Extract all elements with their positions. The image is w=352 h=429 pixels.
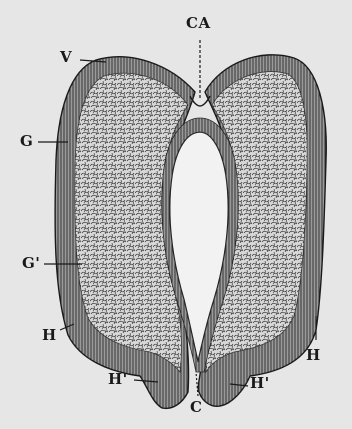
label-ca: CA <box>186 16 211 31</box>
label-h-prime-right: H' <box>250 376 270 391</box>
label-h-right: H <box>306 348 321 363</box>
label-g: G <box>20 134 33 149</box>
leader-c <box>196 372 198 396</box>
label-v: V <box>60 50 72 65</box>
label-h-prime-left: H' <box>108 372 128 387</box>
label-g-prime: G' <box>22 256 40 271</box>
label-c: C <box>190 400 202 415</box>
label-h-left: H <box>42 328 57 343</box>
